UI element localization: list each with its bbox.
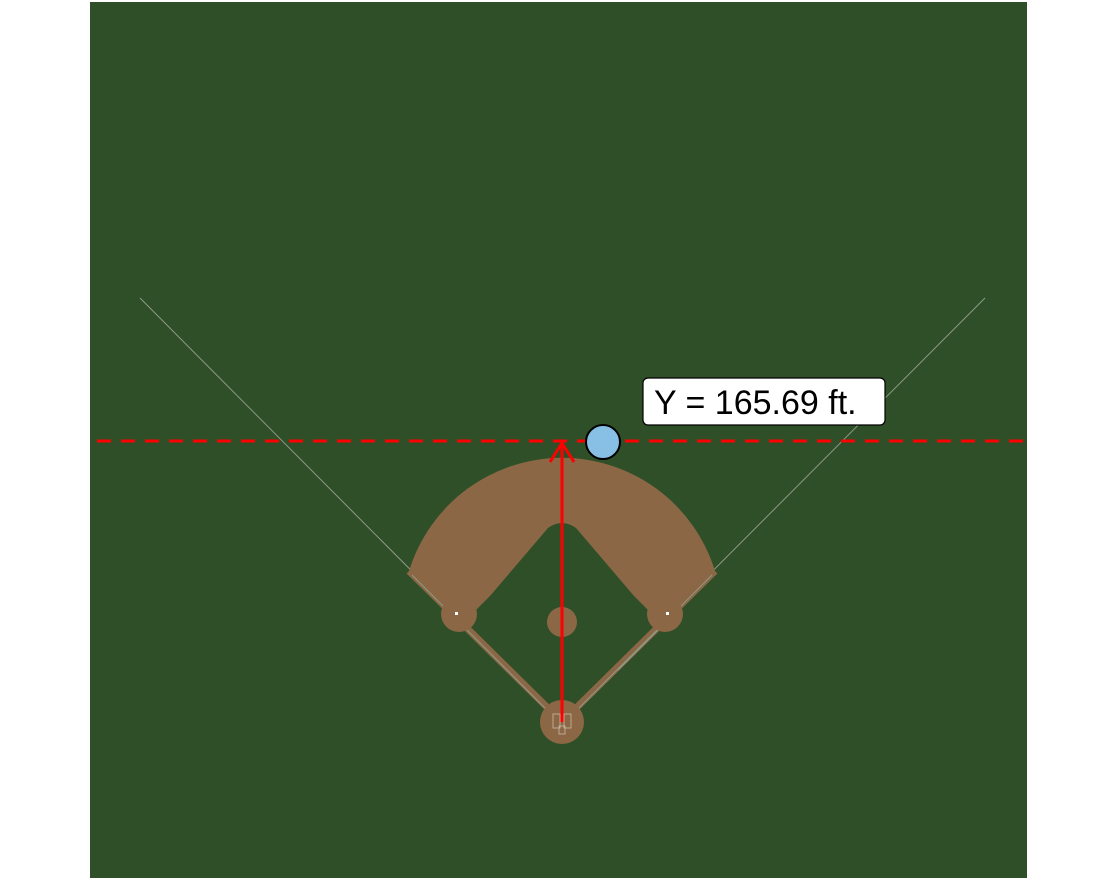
y-label: Y = 165.69 ft. xyxy=(642,377,886,426)
baseline-left xyxy=(406,568,565,725)
first-base-cutout xyxy=(647,596,683,632)
distance-arrow-head-icon xyxy=(548,440,576,463)
first-base xyxy=(666,612,669,615)
batters-box-right xyxy=(563,713,572,729)
third-base-cutout xyxy=(441,596,477,632)
catchers-box xyxy=(558,725,566,735)
foul-line-inner-left xyxy=(411,574,554,717)
baseline-right xyxy=(559,568,718,725)
y-label-box xyxy=(642,377,886,426)
y-label-text: Y = 165.69 ft. xyxy=(654,384,857,422)
ball-marker xyxy=(585,424,621,460)
foul-line-inner-right xyxy=(570,574,713,717)
batters-box-left xyxy=(552,713,561,729)
third-base xyxy=(455,612,458,615)
